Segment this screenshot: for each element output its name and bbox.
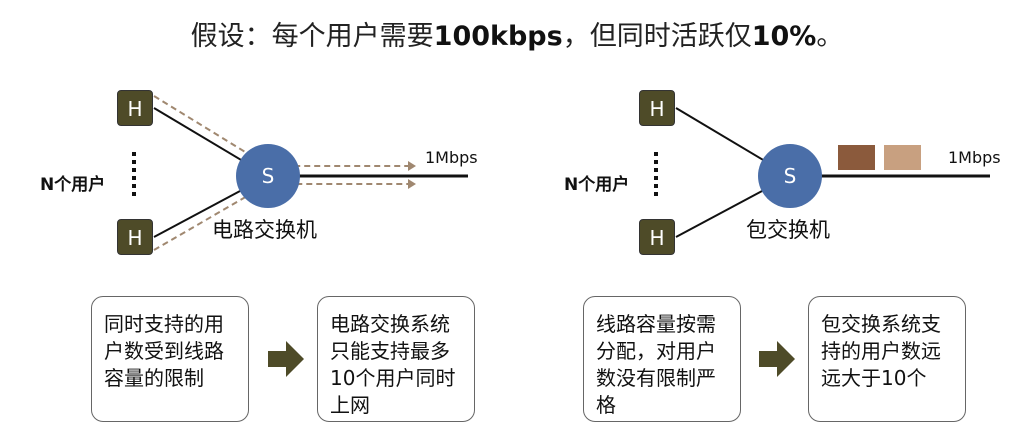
right-link-speed: 1Mbps bbox=[948, 148, 1001, 167]
page-title: 假设：每个用户需要100kbps，但同时活跃仅10%。 bbox=[0, 14, 1034, 53]
left-switch-name: 电路交换机 bbox=[212, 218, 317, 242]
right-host-bottom: H bbox=[639, 219, 675, 255]
packet-1 bbox=[838, 145, 875, 170]
note-circuit-cause: 同时支持的用户数受到线路容量的限制 bbox=[91, 296, 249, 422]
arrow-right-icon bbox=[759, 341, 795, 377]
title-part3: 。 bbox=[816, 21, 844, 52]
right-host-top: H bbox=[639, 90, 675, 126]
left-switch-node bbox=[236, 144, 300, 208]
left-link-speed: 1Mbps bbox=[425, 148, 478, 167]
note-packet-result: 包交换系统支持的用户数远远大于10个 bbox=[808, 296, 966, 422]
title-part1: 假设：每个用户需要 bbox=[190, 21, 434, 52]
packet-2 bbox=[884, 145, 921, 170]
right-switch-label: S bbox=[783, 164, 797, 188]
note-packet-cause: 线路容量按需分配，对用户数没有限制严格 bbox=[583, 296, 741, 422]
left-host-bottom: H bbox=[117, 219, 153, 255]
left-circuit-bottom-head bbox=[408, 179, 416, 189]
title-bold2: 10% bbox=[751, 21, 817, 52]
right-switch-node bbox=[758, 144, 822, 208]
arrow-right-icon bbox=[268, 341, 304, 377]
right-switch-name: 包交换机 bbox=[746, 218, 830, 242]
title-bold1: 100kbps bbox=[433, 21, 563, 52]
title-part2: ，但同时活跃仅 bbox=[562, 21, 752, 52]
note-circuit-result: 电路交换系统只能支持最多10个用户同时上网 bbox=[317, 296, 475, 422]
left-host-top: H bbox=[117, 90, 153, 126]
left-circuit-top-head bbox=[408, 161, 416, 171]
left-switch-label: S bbox=[261, 164, 275, 188]
right-users-label: N个用户 bbox=[564, 175, 630, 195]
left-users-label: N个用户 bbox=[40, 175, 106, 195]
